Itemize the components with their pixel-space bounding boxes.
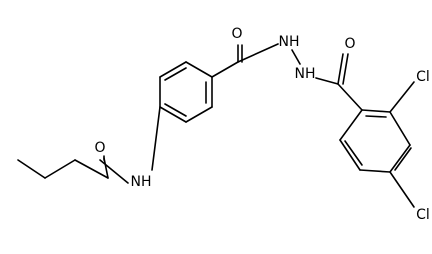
- atom-label-nh-hydrazide-1: NH: [279, 34, 300, 50]
- bond-line-32: [103, 157, 109, 179]
- bond-line-18: [339, 109, 363, 141]
- bond-line-8: [164, 103, 187, 117]
- bond-line-21: [389, 144, 411, 173]
- bond-line-17: [337, 83, 363, 111]
- bond-line-9: [164, 67, 187, 81]
- bond-line-28: [389, 171, 415, 208]
- atom-label-cl-ortho: Cl: [416, 69, 430, 85]
- atom-label-cl-para: Cl: [416, 207, 430, 223]
- bond-line-15: [337, 53, 344, 85]
- bond-line-34: [44, 159, 76, 179]
- bond-line-22: [389, 111, 411, 146]
- atom-label-set: O NH NH O Cl Cl O NH: [94, 26, 429, 223]
- atom-label-nh-hydrazide-2: NH: [295, 66, 316, 82]
- bond-line-23: [361, 109, 391, 113]
- bond-set: [17, 43, 415, 208]
- bond-line-14: [315, 77, 339, 85]
- bond-line-35: [17, 159, 46, 179]
- bond-line-27: [389, 81, 415, 113]
- bond-line-6: [185, 61, 213, 78]
- bond-line-19: [339, 139, 361, 171]
- bond-line-29: [151, 106, 161, 171]
- bond-line-30: [99, 159, 129, 184]
- bond-line-0: [211, 61, 239, 78]
- atom-label-nh-amide: NH: [131, 174, 152, 190]
- atom-label-o-pentanamide: O: [94, 140, 105, 156]
- bond-line-20: [359, 169, 391, 173]
- bond-line-2: [185, 106, 213, 123]
- atom-label-o-benzoyl: O: [344, 36, 355, 52]
- bond-line-26: [394, 147, 412, 171]
- bond-line-3: [159, 106, 187, 123]
- bond-line-5: [159, 61, 187, 78]
- bond-line-25: [344, 140, 363, 166]
- bond-line-16: [342, 53, 349, 85]
- bond-line-13: [291, 49, 301, 65]
- bond-line-33: [74, 159, 109, 179]
- atom-label-o-hydrazide: O: [231, 26, 242, 42]
- bond-line-24: [365, 115, 387, 118]
- bond-line-12: [237, 43, 279, 63]
